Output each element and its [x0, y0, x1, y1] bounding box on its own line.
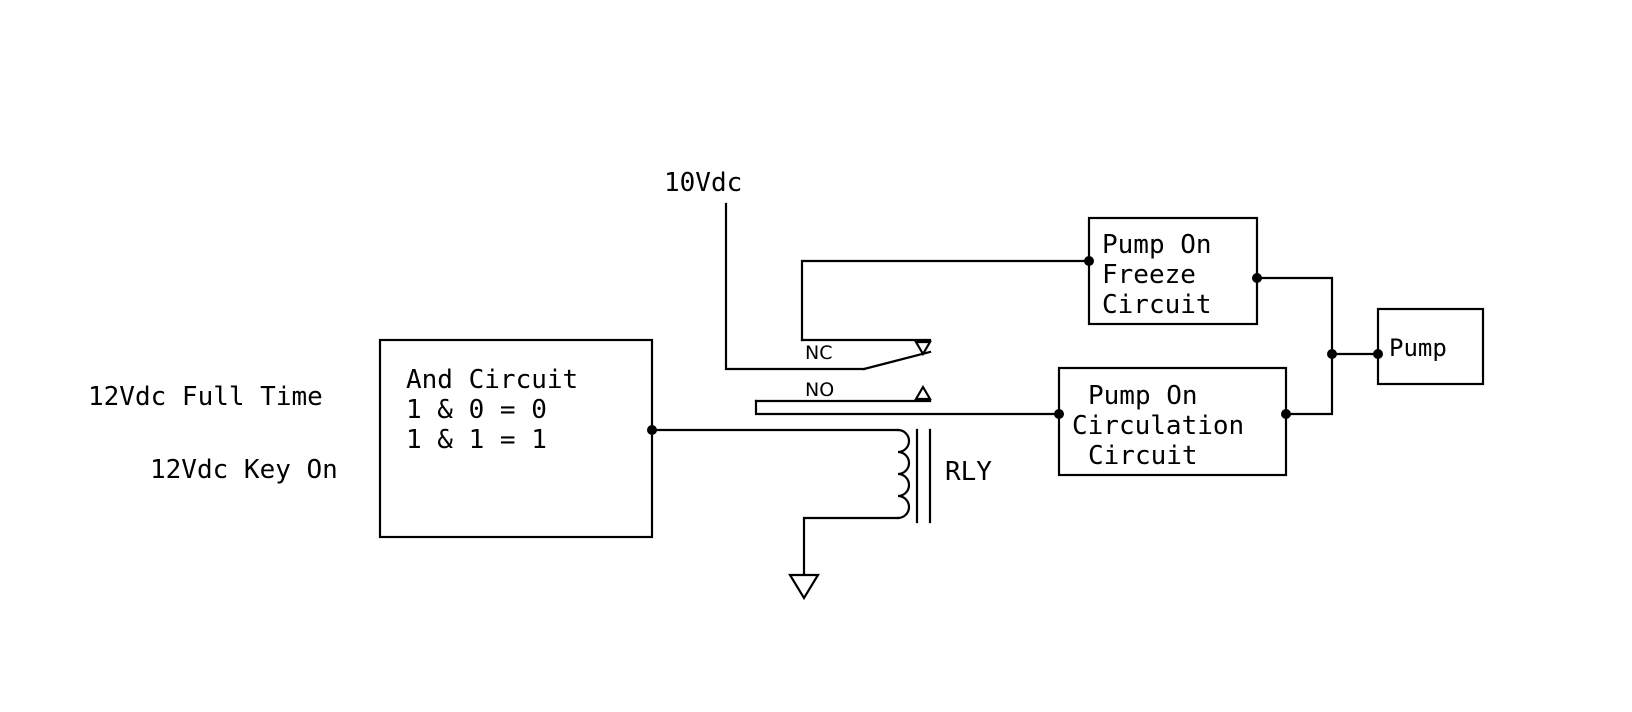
- nc-contact-label: NC: [805, 342, 832, 364]
- pump-box: [1376, 307, 1485, 386]
- freeze-circuit-box: [1087, 216, 1259, 326]
- coil-ground-wire: [802, 516, 900, 576]
- circulation-circuit-box: [1057, 366, 1288, 477]
- no-wire: [754, 399, 1061, 416]
- circulation-circuit-line-1: Pump On: [1088, 381, 1198, 411]
- relay-switch-arm: [862, 350, 932, 371]
- circulation-circuit-line-2: Circulation: [1072, 411, 1244, 441]
- freeze-circuit-line-1: Pump On: [1102, 230, 1212, 260]
- freeze-input-junction: [1084, 256, 1094, 266]
- relay-label: RLY: [945, 457, 992, 487]
- and-circuit-truth-line-1: 1 & 0 = 0: [406, 395, 547, 425]
- output-bus-junction: [1327, 349, 1337, 359]
- pump-label: Pump: [1389, 334, 1447, 362]
- and-circuit-box: [378, 338, 654, 539]
- no-contact-triangle: [914, 384, 932, 401]
- circulation-circuit-line-3: Circuit: [1088, 441, 1198, 471]
- input-12vdc-full-time-label: 12Vdc Full Time: [88, 382, 323, 412]
- nc-wire: [800, 259, 1091, 342]
- circulation-input-junction: [1054, 409, 1064, 419]
- ground-icon: [788, 573, 820, 601]
- and-output-junction: [647, 425, 657, 435]
- input-12vdc-key-on-label: 12Vdc Key On: [150, 455, 338, 485]
- relay-coil: [896, 428, 911, 520]
- no-contact-label: NO: [805, 379, 834, 401]
- and-circuit-title: And Circuit: [406, 365, 578, 395]
- output-bus-wire: [1255, 276, 1334, 416]
- freeze-circuit-line-3: Circuit: [1102, 290, 1212, 320]
- supply-wire: [724, 202, 866, 371]
- freeze-circuit-line-2: Freeze: [1102, 260, 1196, 290]
- nc-contact-triangle: [914, 340, 932, 357]
- supply-10vdc-label: 10Vdc: [664, 168, 742, 198]
- and-circuit-truth-line-2: 1 & 1 = 1: [406, 425, 547, 455]
